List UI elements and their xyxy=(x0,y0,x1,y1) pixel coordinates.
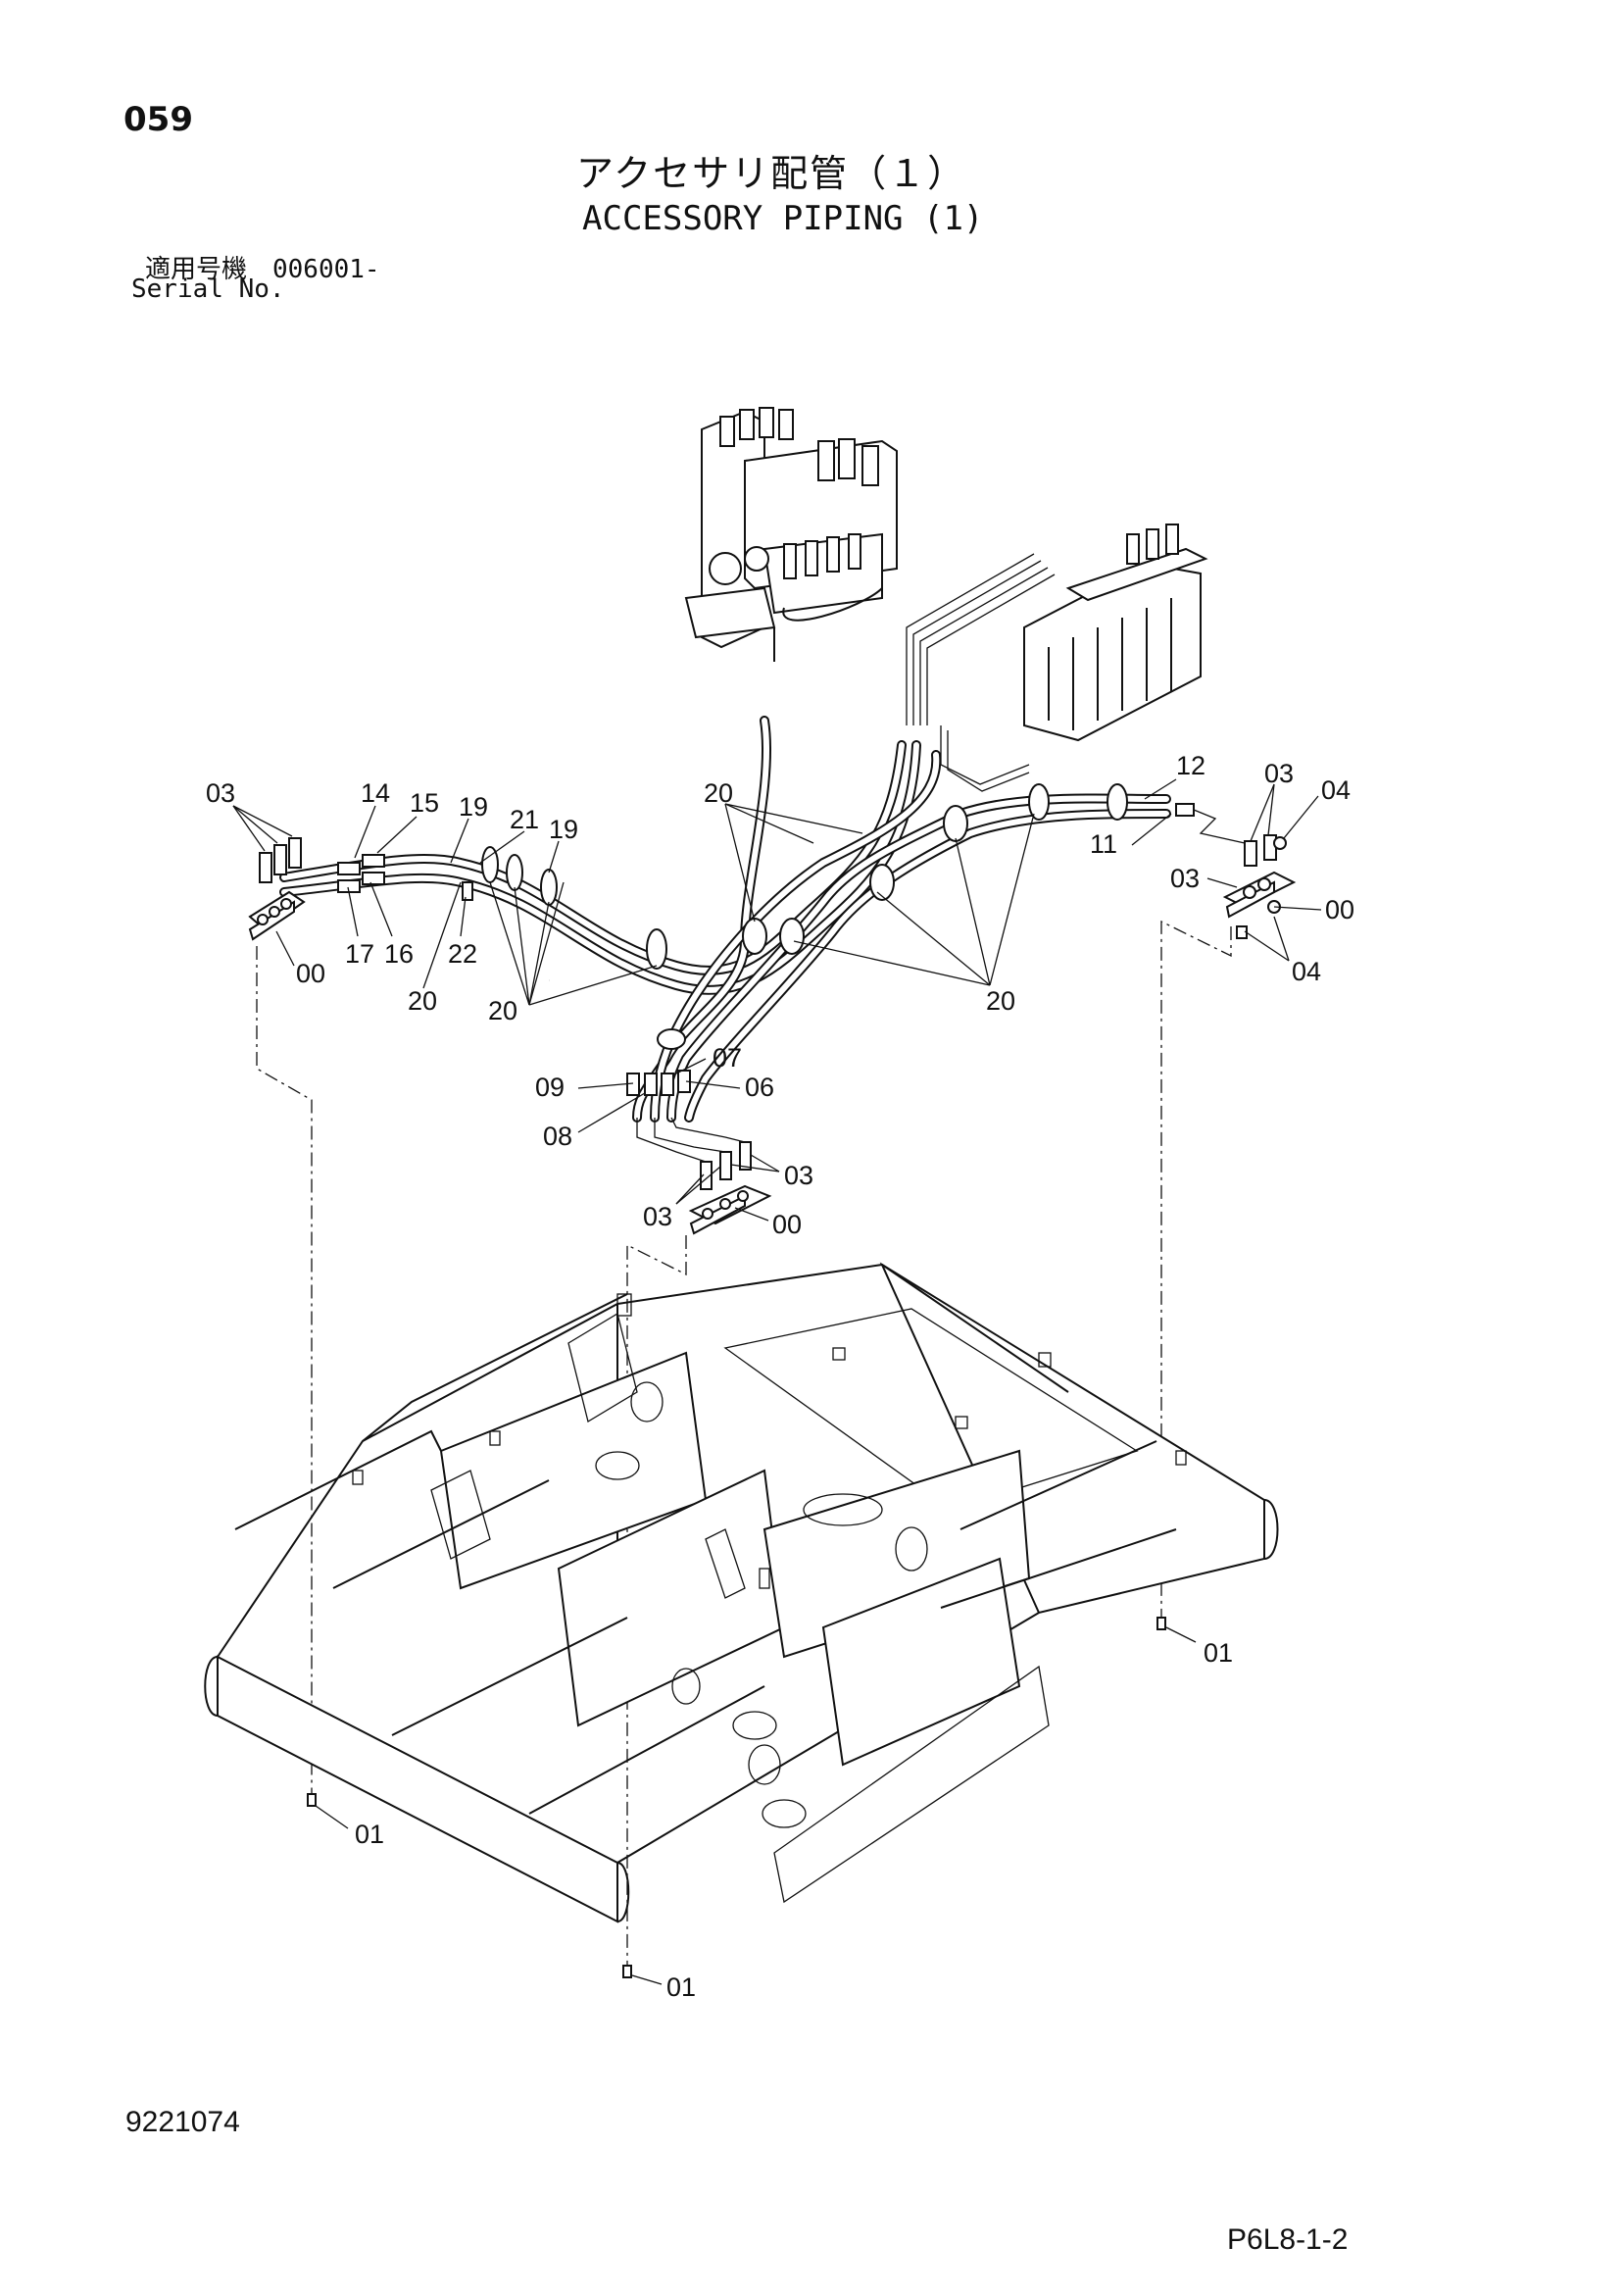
leader-lines xyxy=(232,778,1322,1985)
steel-pipes xyxy=(906,553,1056,792)
callout-11: 11 xyxy=(1090,829,1117,859)
callout-22: 22 xyxy=(448,939,477,969)
right-bracket xyxy=(1175,803,1297,939)
callout-20: 20 xyxy=(408,986,437,1016)
serial-label: Serial No. xyxy=(131,275,285,304)
left-bracket xyxy=(248,837,473,941)
upper-frame xyxy=(204,1262,1279,1923)
callout-06: 06 xyxy=(745,1073,774,1102)
callout-19: 19 xyxy=(459,792,488,822)
callout-12: 12 xyxy=(1176,751,1205,780)
auxiliary-valve-block xyxy=(1023,524,1208,742)
control-valve-assembly xyxy=(684,407,898,662)
hydraulic-hoses xyxy=(279,716,1171,1123)
callout-20: 20 xyxy=(488,996,517,1025)
callout-20: 20 xyxy=(704,778,733,808)
callout-21: 21 xyxy=(510,805,539,834)
bolts xyxy=(307,1617,1166,1978)
callout-03: 03 xyxy=(1170,864,1200,893)
callout-15: 15 xyxy=(410,788,439,818)
callout-03: 03 xyxy=(206,778,235,808)
reference-lines xyxy=(256,920,1232,1966)
callout-00: 00 xyxy=(1325,895,1354,924)
callout-08: 08 xyxy=(543,1122,572,1151)
callout-07: 07 xyxy=(713,1043,742,1073)
callout-01: 01 xyxy=(1204,1638,1233,1668)
callout-03: 03 xyxy=(643,1202,672,1231)
center-bracket xyxy=(626,1070,772,1235)
callout-00: 00 xyxy=(296,959,325,988)
page-number: 059 xyxy=(123,100,193,139)
callout-03: 03 xyxy=(1264,759,1294,788)
callout-04: 04 xyxy=(1321,775,1351,805)
reference-code: P6L8-1-2 xyxy=(1227,2223,1349,2256)
title-english: ACCESSORY PIPING (1) xyxy=(582,199,984,238)
serial-range-japanese: 適用号機 006001- xyxy=(145,255,380,284)
callout-19: 19 xyxy=(549,815,578,844)
callout-09: 09 xyxy=(535,1073,565,1102)
callout-14: 14 xyxy=(361,778,390,808)
callout-00: 00 xyxy=(772,1210,802,1239)
callout-03: 03 xyxy=(784,1161,813,1190)
callout-20: 20 xyxy=(986,986,1015,1016)
document-number: 9221074 xyxy=(125,2106,240,2138)
callout-01: 01 xyxy=(355,1820,384,1849)
callout-17: 17 xyxy=(345,939,374,969)
callout-16: 16 xyxy=(384,939,414,969)
callout-01: 01 xyxy=(666,1972,696,2002)
callout-labels: 03 14 15 19 21 19 20 12 03 04 11 03 00 0… xyxy=(206,751,1354,2002)
title-japanese: アクセサリ配管（１） xyxy=(576,152,967,195)
callout-04: 04 xyxy=(1292,957,1321,986)
